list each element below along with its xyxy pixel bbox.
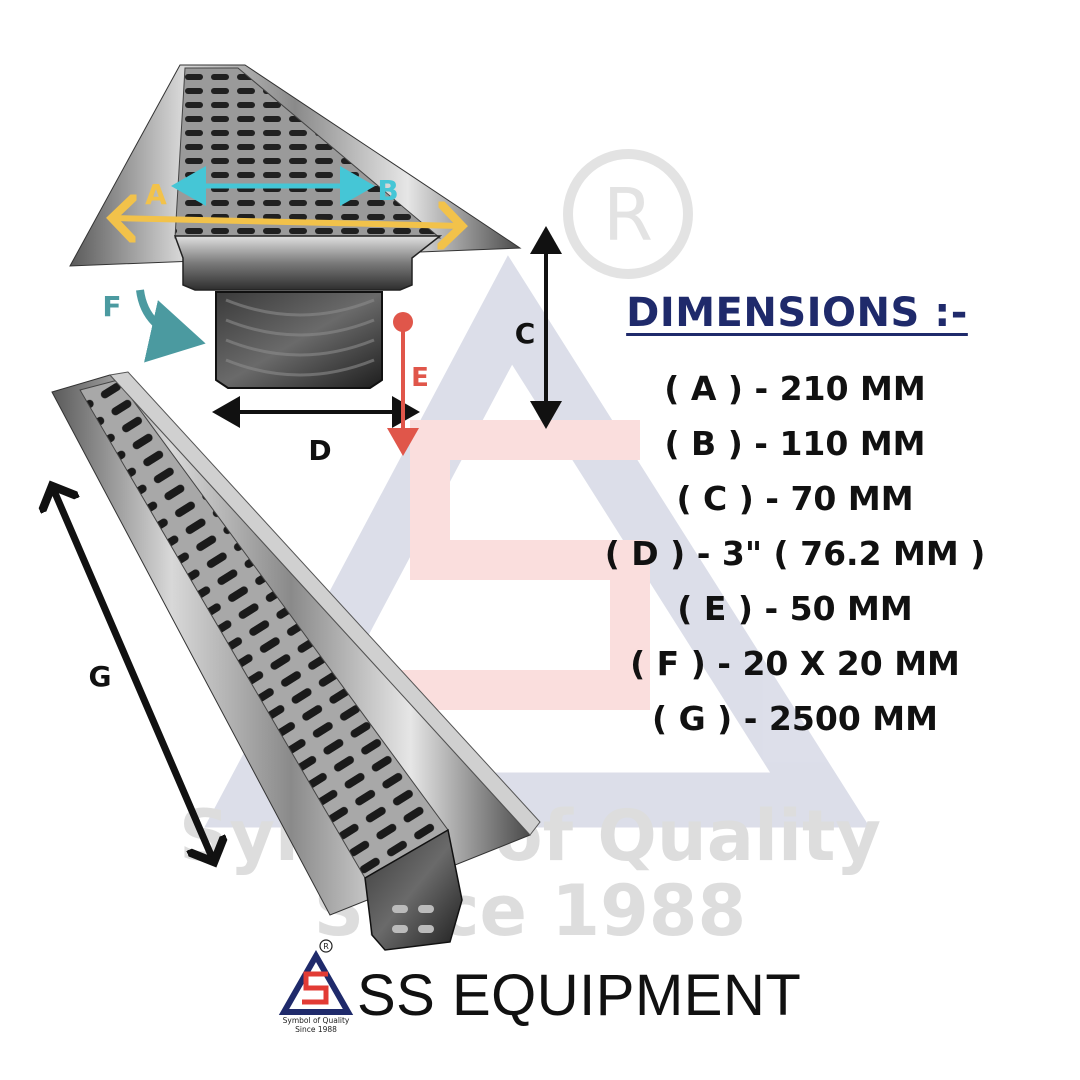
dimension-a-arrow (112, 218, 462, 226)
label-f: F (102, 290, 121, 323)
dimension-item-f: ( F ) - 20 X 20 MM (630, 644, 960, 683)
brand-registered: R (323, 942, 329, 951)
label-a: A (145, 178, 167, 211)
brand-logo-icon: R (278, 939, 354, 1015)
brand-tagline-1: Symbol of Quality (282, 1016, 350, 1025)
label-c: C (515, 317, 536, 350)
dimension-item-b: ( B ) - 110 MM (664, 424, 926, 463)
dimension-item-a: ( A ) - 210 MM (664, 369, 926, 408)
brand-tagline-2: Since 1988 (295, 1025, 337, 1034)
brand-name: SS EQUIPMENT (357, 963, 802, 1028)
dimension-item-d: ( D ) - 3" ( 76.2 MM ) (604, 534, 986, 573)
label-e: E (411, 363, 429, 393)
label-b: B (377, 174, 398, 207)
dimensions-list: ( A ) - 210 MM ( B ) - 110 MM ( C ) - 70… (595, 365, 995, 750)
dimension-g-arrow (52, 486, 214, 862)
dimension-item-g: ( G ) - 2500 MM (652, 699, 938, 738)
dimension-item-e: ( E ) - 50 MM (677, 589, 913, 628)
brand-logo: R Symbol of Quality Since 1988 (276, 938, 356, 1048)
watermark-s (380, 420, 650, 710)
dimension-item-c: ( C ) - 70 MM (676, 479, 914, 518)
registered-mark-icon (563, 149, 693, 279)
dimension-f-arrow (136, 289, 206, 363)
watermark-registered: R (603, 173, 653, 257)
label-d: D (308, 434, 331, 467)
dimensions-heading: DIMENSIONS :- (626, 290, 968, 336)
dimension-e-arrow (387, 312, 419, 456)
label-g: G (89, 660, 112, 693)
watermark-triangle (204, 255, 870, 828)
